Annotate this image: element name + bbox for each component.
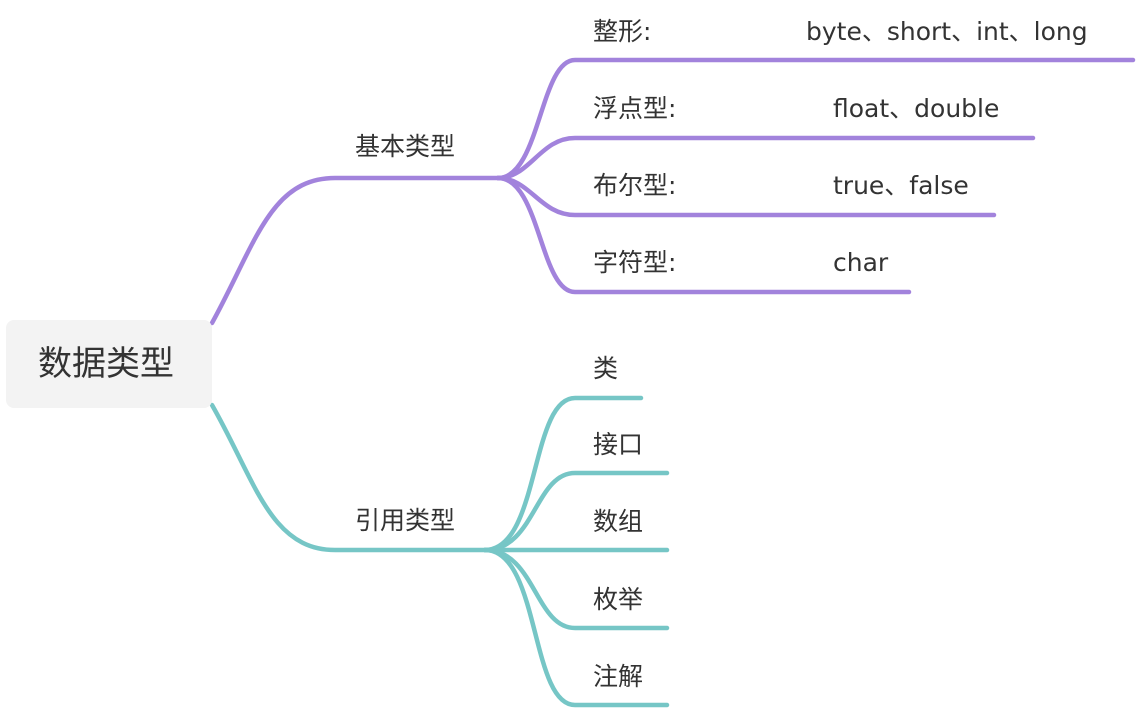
connector-reference-interface <box>482 470 670 553</box>
leaf-array-label[interactable]: 数组 <box>593 507 644 536</box>
leaf-boolean-label[interactable]: 布尔型: <box>593 171 677 200</box>
leaf-float-value: float、double <box>833 94 1000 123</box>
leaf-boolean-value: true、false <box>833 171 969 200</box>
leaf-integer-label[interactable]: 整形: <box>593 17 652 46</box>
leaf-enum-label[interactable]: 枚举 <box>593 585 644 614</box>
root-node-label: 数据类型 <box>38 344 174 384</box>
leaf-class-label[interactable]: 类 <box>593 354 619 383</box>
connector-root-reference <box>209 402 488 553</box>
connector-primitive-char <box>495 175 912 295</box>
leaf-integer-value: byte、short、int、long <box>806 17 1088 46</box>
leaf-float-label[interactable]: 浮点型: <box>593 94 677 123</box>
leaf-char-label[interactable]: 字符型: <box>593 248 677 277</box>
leaf-interface-label[interactable]: 接口 <box>593 430 644 459</box>
root-node[interactable] <box>6 320 212 408</box>
connector-root-primitive <box>209 175 501 326</box>
branch-reference-types[interactable]: 引用类型 <box>355 506 456 535</box>
branch-primitive-types[interactable]: 基本类型 <box>355 132 456 161</box>
connector-primitive-int <box>495 57 1136 181</box>
connector-reference-class <box>482 395 644 553</box>
leaf-annotation-label[interactable]: 注解 <box>593 662 644 691</box>
leaf-char-value: char <box>833 248 889 277</box>
connector-primitive-float <box>495 135 1036 181</box>
connector-reference-annotation <box>482 547 670 708</box>
